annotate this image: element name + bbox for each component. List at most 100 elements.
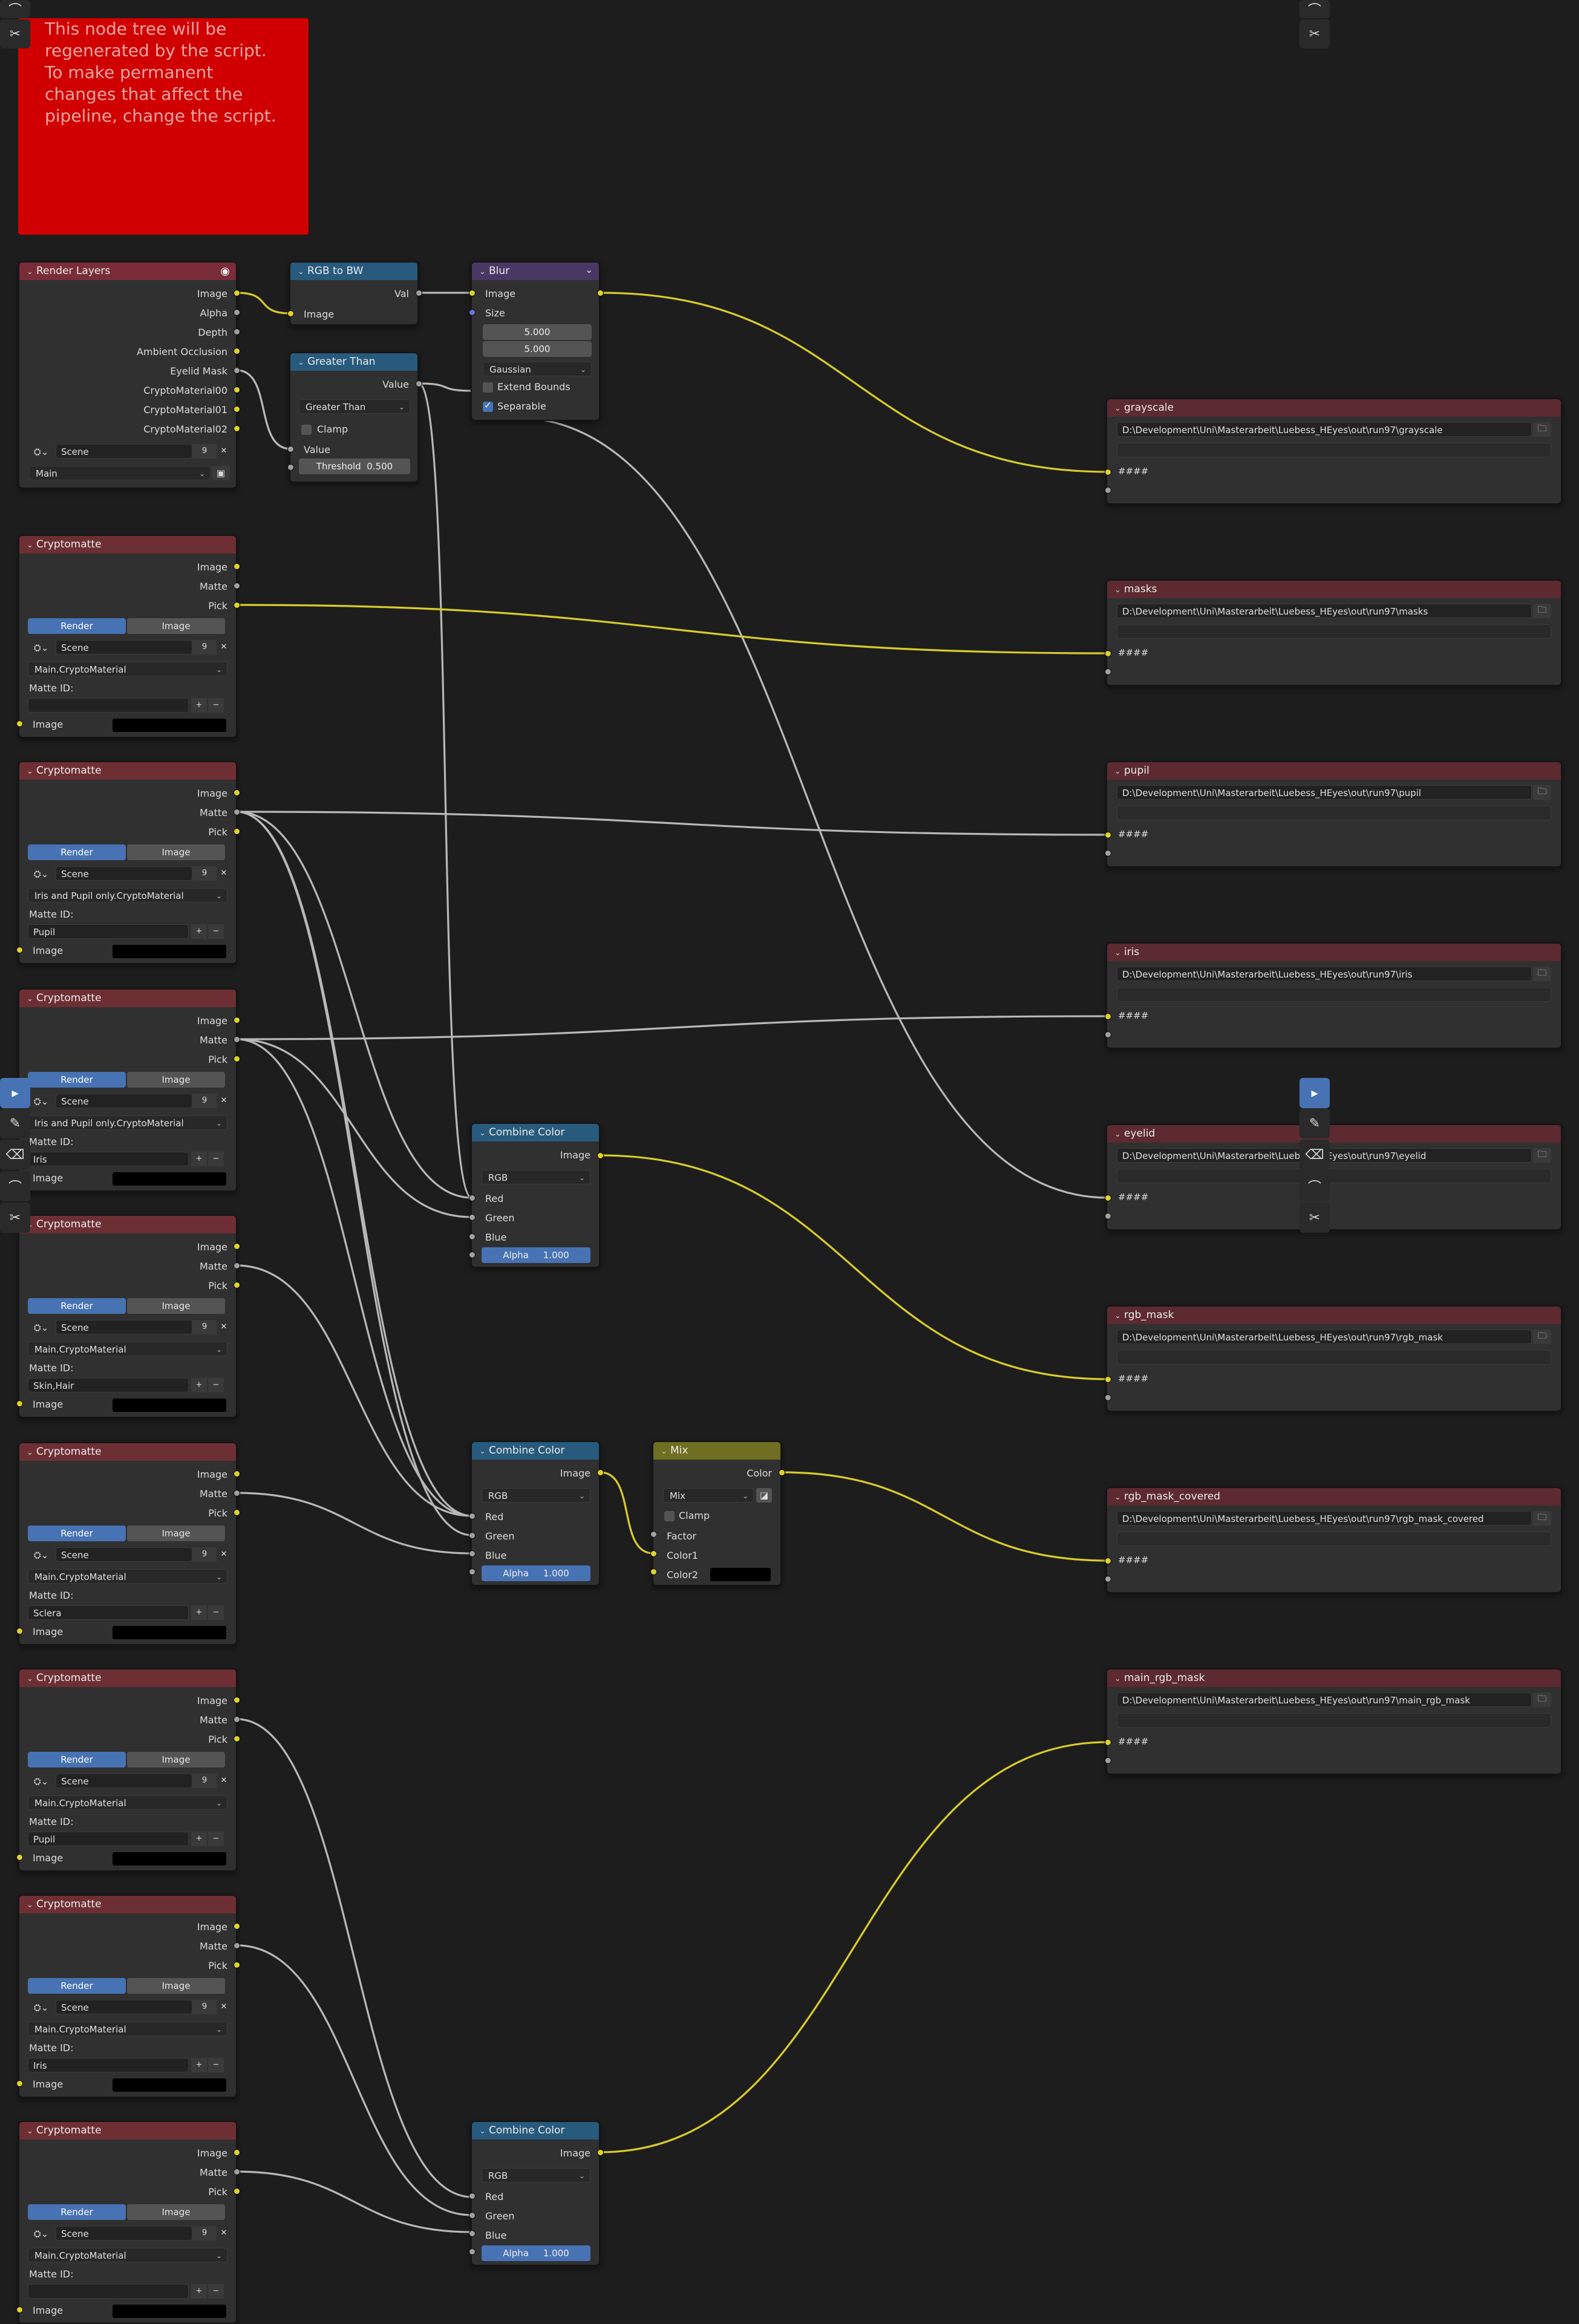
combine1-blue-socket[interactable] xyxy=(468,1233,476,1240)
crypto-6-pick-output-socket[interactable] xyxy=(233,1735,240,1742)
combine-color-node-3[interactable]: ⌄Combine Color Image RGB⌄ Red Green Blue… xyxy=(471,2121,600,2266)
file-output-node-3[interactable]: ⌄pupil D:\Development\Uni\Masterarbeit\L… xyxy=(1106,761,1562,867)
crypto-3-pick-output-socket[interactable] xyxy=(233,1055,240,1062)
image-input-swatch[interactable] xyxy=(113,2078,226,2092)
combine2-alpha-socket[interactable] xyxy=(468,1568,476,1575)
scene-field[interactable]: Scene xyxy=(56,866,192,881)
collapse-chevron-icon[interactable]: ⌄ xyxy=(27,1674,33,1683)
output-path-field[interactable]: D:\Development\Uni\Masterarbeit\Luebess_… xyxy=(1117,1692,1532,1707)
mode-dropdown[interactable]: RGB⌄ xyxy=(482,2168,590,2182)
link-cut-tool-icon-2[interactable]: ✂ xyxy=(0,1203,30,1233)
format-field[interactable] xyxy=(1117,1713,1551,1728)
cryptomatte-node-5[interactable]: ⌄Cryptomatte Image Matte Pick Render Ima… xyxy=(18,1442,237,1645)
scene-icon[interactable]: ⛭⌄ xyxy=(33,446,49,457)
collapse-chevron-icon[interactable]: ⌄ xyxy=(1114,404,1121,413)
collapse-chevron-icon[interactable]: ⌄ xyxy=(1114,1493,1121,1502)
file-output-node-6[interactable]: ⌄rgb_mask D:\Development\Uni\Masterarbei… xyxy=(1106,1305,1562,1412)
crypto-1-pick-output-socket[interactable] xyxy=(233,601,240,609)
source-image-button[interactable]: Image xyxy=(127,1752,225,1767)
close-icon[interactable]: ✕ xyxy=(220,2002,227,2011)
curve-tool-icon-right[interactable]: ⌒ xyxy=(1299,0,1330,18)
combine1-green-socket[interactable] xyxy=(468,1213,476,1221)
collapse-chevron-icon[interactable]: ⌄ xyxy=(298,267,304,276)
close-icon[interactable]: ✕ xyxy=(220,1096,227,1105)
cryptomatte-node-4[interactable]: ⌄Cryptomatte Image Matte Pick Render Ima… xyxy=(18,1215,237,1418)
render-layers-node[interactable]: ⌄Render Layers ◉ Image Alpha Depth Ambie… xyxy=(18,261,237,489)
scene-icon[interactable]: ⛭⌄ xyxy=(33,642,49,653)
layer-dropdown[interactable]: Main.CryptoMaterial⌄ xyxy=(28,1342,227,1356)
file-output-1-empty-socket[interactable] xyxy=(1104,486,1111,494)
scene-field[interactable]: Scene xyxy=(56,1547,192,1562)
crypto-5-image-input-socket[interactable] xyxy=(16,1627,23,1634)
blur-node[interactable]: ⌄Blur ⌄ Image Size 5.000 5.000 Gaussian⌄… xyxy=(471,261,600,421)
scene-users-count[interactable]: 9 xyxy=(192,2000,217,2014)
extend-bounds-checkbox[interactable] xyxy=(483,382,493,393)
combine-color-node-2[interactable]: ⌄Combine Color Image RGB⌄ Red Green Blue… xyxy=(471,1441,600,1586)
image-input-swatch[interactable] xyxy=(113,1626,226,1639)
select-tool-icon[interactable]: ▸ xyxy=(0,1078,30,1108)
source-render-button[interactable]: Render xyxy=(28,844,126,860)
link-cut-tool-icon-right[interactable]: ✂ xyxy=(1299,19,1330,48)
rgb-to-bw-node[interactable]: ⌄RGB to BW Val Image xyxy=(289,261,419,325)
source-image-button[interactable]: Image xyxy=(127,618,225,634)
add-icon[interactable]: + xyxy=(191,1152,207,1166)
blend-mode-dropdown[interactable]: Mix⌄ xyxy=(663,1488,754,1503)
crypto-6-image-output-socket[interactable] xyxy=(233,1696,240,1703)
image-input-swatch[interactable] xyxy=(113,945,226,958)
folder-icon[interactable]: 🗀 xyxy=(1533,1511,1551,1526)
scene-users-count[interactable]: 9 xyxy=(192,1547,217,1562)
curve-tool-icon-right-2[interactable]: ⌒ xyxy=(1299,1171,1330,1201)
file-output-7-input-socket[interactable] xyxy=(1104,1557,1111,1564)
matte-id-field[interactable] xyxy=(28,698,189,713)
cryptomatte-node-6[interactable]: ⌄Cryptomatte Image Matte Pick Render Ima… xyxy=(18,1668,237,1872)
crypto-2-image-output-socket[interactable] xyxy=(233,789,240,796)
add-icon[interactable]: + xyxy=(191,1378,207,1392)
output-path-field[interactable]: D:\Development\Uni\Masterarbeit\Luebess_… xyxy=(1117,422,1532,437)
folder-icon[interactable]: 🗀 xyxy=(1533,1692,1551,1707)
combine2-red-socket[interactable] xyxy=(468,1512,476,1519)
remove-icon[interactable]: − xyxy=(208,2058,224,2072)
annotate-tool-icon[interactable]: ✎ xyxy=(0,1108,30,1138)
collapse-chevron-icon[interactable]: ⌄ xyxy=(1114,1130,1121,1139)
matte-id-field[interactable]: Iris xyxy=(28,1152,189,1166)
remove-icon[interactable]: − xyxy=(208,1605,224,1620)
layer-dropdown[interactable]: Main.CryptoMaterial⌄ xyxy=(28,2248,227,2262)
crypto-7-matte-output-socket[interactable] xyxy=(233,1942,240,1949)
file-output-node-5[interactable]: ⌄eyelid D:\Development\Uni\Masterarbeit\… xyxy=(1106,1124,1562,1230)
image-input-swatch[interactable] xyxy=(113,1852,226,1865)
clamp-checkbox[interactable] xyxy=(301,425,312,435)
combine1-red-socket[interactable] xyxy=(468,1194,476,1201)
source-image-button[interactable]: Image xyxy=(127,1526,225,1541)
curve-tool-icon-2[interactable]: ⌒ xyxy=(0,1171,30,1201)
mode-dropdown[interactable]: RGB⌄ xyxy=(482,1488,590,1503)
layer-dropdown[interactable]: Main.CryptoMaterial⌄ xyxy=(28,1795,227,1810)
collapse-chevron-icon[interactable]: ⌄ xyxy=(27,541,33,550)
folder-icon[interactable]: 🗀 xyxy=(1533,785,1551,800)
collapse-chevron-icon[interactable]: ⌄ xyxy=(479,2127,486,2136)
scene-icon[interactable]: ⛭⌄ xyxy=(33,1096,49,1107)
scene-users-count[interactable]: 9 xyxy=(192,1774,217,1788)
crypto-1-image-output-socket[interactable] xyxy=(233,563,240,570)
source-render-button[interactable]: Render xyxy=(28,618,126,634)
curve-tool-icon[interactable]: ⌒ xyxy=(0,0,30,18)
mix-node[interactable]: ⌄Mix Color Mix⌄ ◪ Clamp Factor Color1 Co… xyxy=(652,1441,782,1586)
collapse-chevron-icon[interactable]: ⌄ xyxy=(479,1129,486,1138)
collapse-chevron-icon[interactable]: ⌄ xyxy=(1114,586,1121,595)
remove-icon[interactable]: − xyxy=(208,1832,224,1846)
crypto-1-image-input-socket[interactable] xyxy=(16,720,23,727)
file-output-node-7[interactable]: ⌄rgb_mask_covered D:\Development\Uni\Mas… xyxy=(1106,1487,1562,1593)
color2-swatch[interactable] xyxy=(710,1568,771,1581)
crypto-4-matte-output-socket[interactable] xyxy=(233,1262,240,1269)
output-path-field[interactable]: D:\Development\Uni\Masterarbeit\Luebess_… xyxy=(1117,604,1532,618)
crypto-5-pick-output-socket[interactable] xyxy=(233,1509,240,1516)
scene-field[interactable]: Scene xyxy=(56,2226,192,2241)
output-path-field[interactable]: D:\Development\Uni\Masterarbeit\Luebess_… xyxy=(1117,1330,1532,1344)
source-render-button[interactable]: Render xyxy=(28,1526,126,1541)
scene-icon[interactable]: ⛭⌄ xyxy=(33,2228,49,2239)
file-output-node-2[interactable]: ⌄masks D:\Development\Uni\Masterarbeit\L… xyxy=(1106,579,1562,686)
crypto-1-matte-output-socket[interactable] xyxy=(233,582,240,589)
crypto-8-pick-output-socket[interactable] xyxy=(233,2187,240,2195)
render-layers-output-socket-6[interactable] xyxy=(233,405,240,413)
combine3-red-socket[interactable] xyxy=(468,2192,476,2199)
layer-dropdown[interactable]: Main.CryptoMaterial⌄ xyxy=(28,1569,227,1584)
